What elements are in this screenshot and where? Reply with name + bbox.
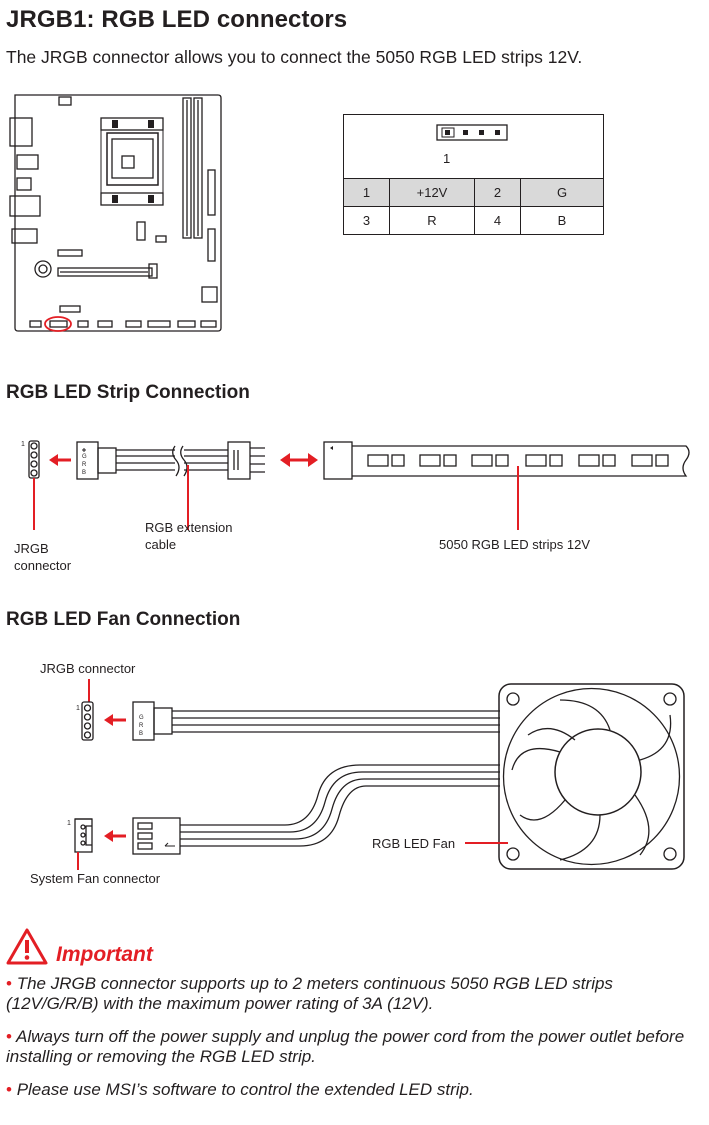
- page-title: JRGB1: RGB LED connectors: [6, 6, 348, 33]
- intro-text: The JRGB connector allows you to connect…: [6, 47, 583, 67]
- fan-pin1-label: 1: [76, 705, 80, 712]
- pin-cell: 3: [343, 206, 390, 235]
- fan-cable-letter-b: B: [139, 731, 144, 737]
- jrgb-label-line2: connector: [14, 558, 72, 573]
- strip-label: 5050 RGB LED strips 12V: [439, 537, 591, 552]
- pin1-label: 1: [443, 151, 451, 166]
- cable-letter-g: G: [82, 454, 87, 460]
- sysfan-label: System Fan connector: [30, 871, 161, 886]
- pin-cell: B: [520, 206, 604, 235]
- strip-pin1-label: 1: [21, 441, 25, 448]
- pin-cell: 1: [343, 178, 390, 207]
- bullet-icon: •: [6, 1027, 12, 1046]
- pin-row: 1 +12V 2 G: [343, 178, 604, 207]
- extension-label-line2: cable: [145, 537, 177, 552]
- note-text: Please use MSI’s software to control the…: [16, 1080, 474, 1099]
- note-text: The JRGB connector supports up to 2 mete…: [6, 974, 613, 1013]
- cable-letter-b: B: [82, 470, 87, 476]
- bullet-icon: •: [6, 974, 12, 993]
- important-note: • Always turn off the power supply and u…: [6, 1027, 708, 1067]
- fan-section-heading: RGB LED Fan Connection: [6, 609, 241, 630]
- fan-jrgb-label: JRGB connector: [40, 661, 136, 676]
- pin-cell: 4: [474, 206, 521, 235]
- strip-section-heading: RGB LED Strip Connection: [6, 382, 250, 403]
- pin-row: 3 R 4 B: [343, 206, 604, 235]
- pin-table: 1 +12V 2 G 3 R 4 B: [343, 178, 604, 235]
- pin-cell: R: [389, 206, 475, 235]
- pin-cell: +12V: [389, 178, 475, 207]
- fan-label: RGB LED Fan: [372, 836, 456, 851]
- important-note: • Please use MSI’s software to control t…: [6, 1080, 708, 1100]
- jrgb-highlight: [44, 316, 72, 332]
- extension-label-line1: RGB extension: [145, 520, 233, 535]
- important-heading: Important: [56, 943, 153, 966]
- bullet-icon: •: [6, 1080, 12, 1099]
- warning-icon: [6, 928, 48, 965]
- fan-cable-letter-r: R: [139, 723, 144, 729]
- note-text: Always turn off the power supply and unp…: [6, 1027, 685, 1066]
- pin-cell: G: [520, 178, 604, 207]
- pin-cell: 2: [474, 178, 521, 207]
- jrgb-label-line1: JRGB: [14, 541, 49, 556]
- important-note: • The JRGB connector supports up to 2 me…: [6, 974, 708, 1014]
- fan-cable-letter-g: G: [139, 715, 144, 721]
- pin-header-box: [343, 114, 604, 179]
- sysfan-pin1-label: 1: [67, 820, 71, 827]
- cable-letter-r: R: [82, 462, 87, 468]
